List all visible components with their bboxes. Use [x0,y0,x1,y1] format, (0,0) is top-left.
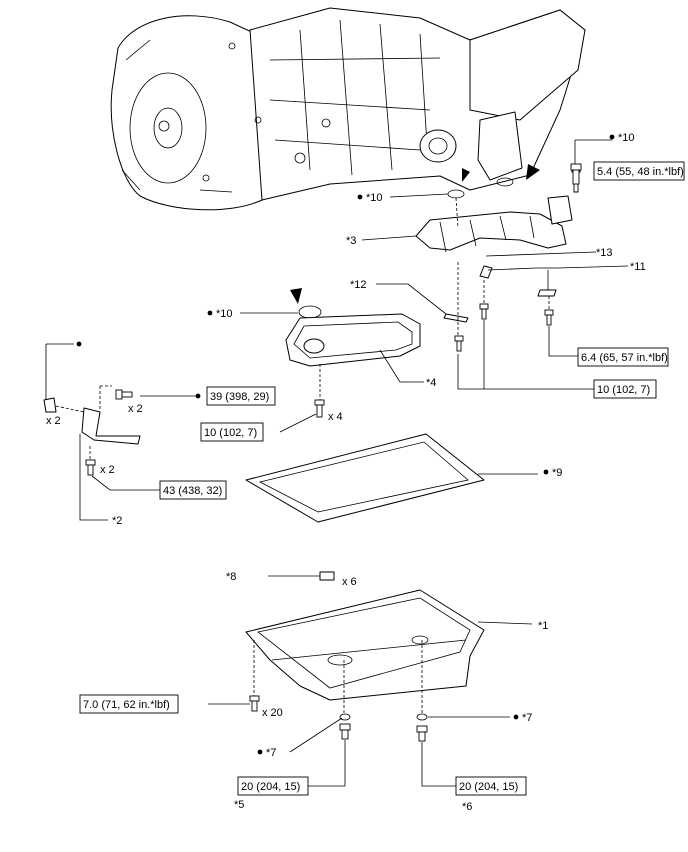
magnet-part [319,571,335,581]
clamp-13-part [479,265,493,279]
bullet-dot [357,194,363,200]
bolt-43 [85,459,96,476]
quantity-bolt-7-0: x 20 [262,707,283,719]
torque-label: 7.0 (71, 62 in.*lbf) [83,699,170,711]
part-tag-3: *3 [346,235,356,247]
torque-label: 6.4 (65, 57 in.*lbf) [581,352,668,364]
bolt-5-4 [570,163,582,185]
torque-box-7-0: 7.0 (71, 62 in.*lbf) [79,694,179,714]
clamp-11-part [537,289,557,297]
oil-pan [245,589,485,701]
bolt-39 [115,389,133,400]
bullet-dot [207,310,213,316]
quantity-bolt-39: x 2 [128,403,143,415]
part-tag-11: *11 [630,261,646,273]
torque-label: 43 (438, 32) [163,485,222,497]
part-tag-13: *13 [596,247,613,259]
bullet-dot [513,714,519,720]
bolt-6-4 [544,309,554,326]
torque-box-6-4: 6.4 (65, 57 in.*lbf) [577,347,669,367]
torque-box-39: 39 (398, 29) [206,386,276,406]
install-arrow-icon [290,288,302,304]
bullet-dot [609,134,615,140]
bullet-markers [76,134,615,755]
part-tag-1: *1 [538,620,548,632]
bracket-leader [45,343,74,400]
part-tag-8: *8 [226,571,236,583]
bullet-dot [76,341,82,347]
part-tag-5: *5 [234,799,244,811]
oil-strainer [285,313,421,367]
bolt-10-left [314,399,325,418]
bullet-dot [195,393,201,399]
part-tag-2: *2 [112,515,122,527]
part-tag-7-left: *7 [266,747,276,759]
torque-box-20-a: 20 (204, 15) [237,776,309,796]
torque-box-10-right: 10 (102, 7) [593,379,657,399]
bolt-7-0 [249,695,260,712]
part-tag-12: *12 [350,279,367,291]
part-tag-10-upper: *10 [366,192,383,204]
bullet-dot [543,469,549,475]
torque-label: 39 (398, 29) [210,391,269,403]
clamp-part [443,313,469,323]
oil-pan-gasket [245,433,485,523]
part-tag-4: *4 [426,377,436,389]
drain-plug-6 [416,713,428,742]
o-ring-right [496,164,540,187]
torque-box-43: 43 (438, 32) [159,480,227,500]
torque-label: 20 (204, 15) [459,781,518,793]
part-tag-9: *9 [552,467,562,479]
quantity-magnet: x 6 [342,576,357,588]
install-arrow-icon [526,164,540,180]
transmission-assembly [110,7,586,211]
drain-plug-5 [339,713,351,740]
torque-box-10-left: 10 (102, 7) [200,422,264,442]
leader-lines [79,139,629,787]
torque-box-20-b: 20 (204, 15) [455,776,527,796]
quantity-bolt-43: x 2 [100,464,115,476]
alignment-lines [55,197,550,714]
bracket-assembly [43,397,141,445]
part-tag-6: *6 [462,801,472,813]
torque-box-5-4: 5.4 (55, 48 in.*lbf) [593,161,685,181]
quantity-bolt-10: x 4 [328,411,343,423]
part-tag-7-right: *7 [522,712,532,724]
torque-label: 5.4 (55, 48 in.*lbf) [597,166,684,178]
part-tag-10-right: *10 [618,132,635,144]
bullet-dot [257,749,263,755]
torque-label: 10 (102, 7) [597,384,650,396]
quantity-bracket: x 2 [46,415,61,427]
bolt-10-right-a [479,303,489,320]
install-arrow-icon [462,168,470,182]
bolt-10-right-b [454,335,464,352]
o-ring-filter [290,288,322,319]
part-tag-10-filter: *10 [216,308,233,320]
torque-label: 20 (204, 15) [241,781,300,793]
torque-label: 10 (102, 7) [204,427,257,439]
